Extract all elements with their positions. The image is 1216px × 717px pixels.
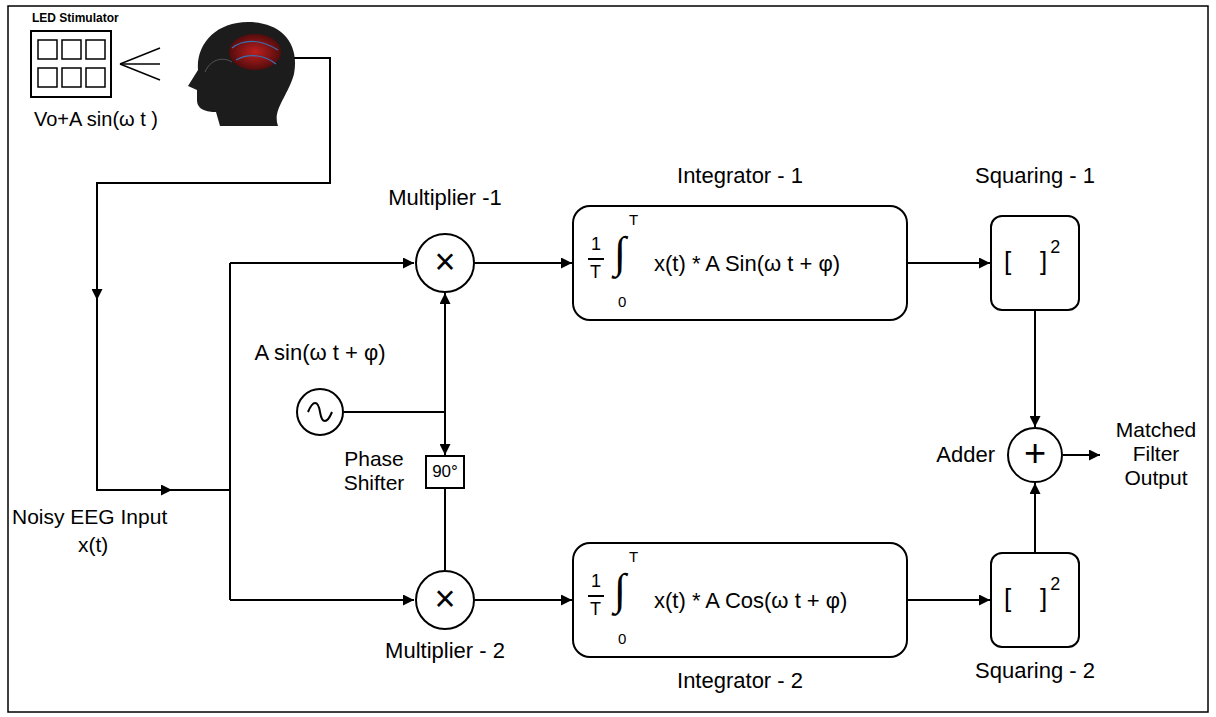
adder-circle: Adder+: [1007, 427, 1063, 483]
fraction-bar: [588, 595, 604, 597]
square-bracket: [ ]: [1004, 584, 1047, 614]
squaring-box: Squaring - 1[ ]2: [990, 215, 1080, 311]
output-label: Matched Filter Output: [1105, 418, 1207, 490]
led-square: [62, 40, 81, 59]
signal-connector: [908, 599, 990, 601]
led-array: [32, 32, 110, 96]
integrand-expression: x(t) * A Sin(ω t + φ): [654, 251, 840, 276]
signal-connector: [1034, 311, 1036, 427]
square-exponent: 2: [1050, 574, 1060, 595]
integrand-expression: x(t) * A Cos(ω t + φ): [654, 588, 847, 613]
head-illustration: [188, 22, 295, 126]
light-rays: [120, 48, 160, 80]
lower-limit: 0: [618, 293, 626, 310]
integral-sign: ∫: [614, 566, 626, 614]
fraction-bar: [588, 258, 604, 260]
oscillator-label: A sin(ω t + φ): [254, 340, 385, 365]
block-heading: Multiplier -1: [388, 185, 502, 210]
squaring-box: Squaring - 2[ ]2: [990, 552, 1080, 648]
fraction-numerator: 1: [591, 234, 601, 255]
block-heading: Squaring - 1: [975, 163, 1095, 188]
square-bracket: [ ]: [1004, 247, 1047, 277]
phase-value: 90°: [432, 462, 458, 482]
stimulator-title: LED Stimulator: [32, 12, 119, 26]
square-exponent: 2: [1050, 237, 1060, 258]
multiplier-circle: Multiplier -1×: [415, 233, 475, 293]
block-heading: Multiplier - 2: [385, 638, 505, 663]
upper-limit: T: [629, 548, 638, 565]
multiply-symbol: ×: [434, 581, 455, 617]
integral-sign: ∫: [614, 229, 626, 277]
led-square: [86, 68, 105, 87]
fraction-denominator: T: [590, 262, 601, 283]
phase-shifter-box: Phase Shifter90°: [425, 455, 465, 489]
led-stimulator: LED StimulatorVo+A sin(ω t ): [30, 30, 112, 98]
sine-wave: [308, 403, 332, 421]
multiplier-circle: ×Multiplier - 2: [415, 570, 475, 630]
integrator-box: Integrator - 21T∫T0x(t) * A Cos(ω t + φ): [572, 542, 908, 658]
led-square: [62, 68, 81, 87]
output-arrow: [1063, 454, 1100, 456]
signal-connector: [475, 262, 572, 264]
sine-symbol: [298, 390, 342, 434]
led-square: [38, 68, 57, 87]
fraction-denominator: T: [590, 599, 601, 620]
lower-limit: 0: [618, 630, 626, 647]
frame: [8, 6, 1208, 712]
block-heading: Squaring - 2: [975, 658, 1095, 683]
oscillator-source: A sin(ω t + φ): [296, 388, 344, 436]
signal-name: x(t): [78, 533, 108, 557]
block-heading: Integrator - 1: [677, 163, 803, 188]
signal-connector: [475, 599, 572, 601]
fraction-numerator: 1: [591, 571, 601, 592]
signal-connector: [1034, 483, 1036, 552]
led-square: [38, 40, 57, 59]
block-heading: Integrator - 2: [677, 668, 803, 693]
led-square: [86, 40, 105, 59]
input-label: Noisy EEG Input: [12, 505, 167, 529]
phase-shifter-label: Phase Shifter: [333, 447, 415, 495]
signal-connector: [908, 262, 990, 264]
upper-limit: T: [629, 211, 638, 228]
stimulus-formula: Vo+A sin(ω t ): [34, 108, 158, 131]
integrator-box: Integrator - 11T∫T0x(t) * A Sin(ω t + φ): [572, 205, 908, 321]
multiply-symbol: ×: [434, 244, 455, 280]
adder-label: Adder: [936, 442, 995, 467]
signal-connector: [444, 489, 446, 570]
plus-symbol: +: [1024, 434, 1046, 472]
